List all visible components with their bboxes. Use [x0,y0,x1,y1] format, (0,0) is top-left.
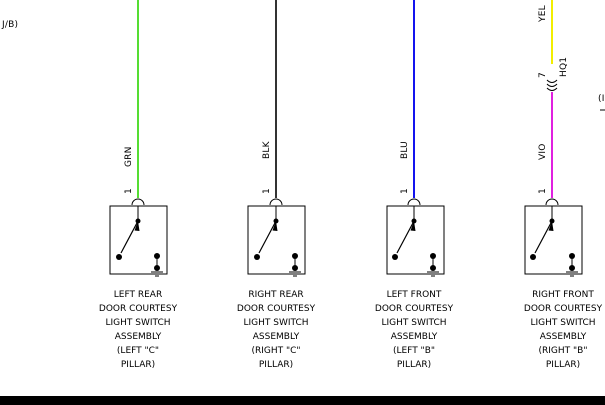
right-fragment-label: (I [598,94,605,104]
pin-number: 1 [262,188,272,194]
wire-color-label: VIO [538,144,548,161]
circuit-left-rear: GRN 1 LEFT REAR DOOR COURTESY LIGHT SWIT… [99,0,178,370]
caption-line: LIGHT SWITCH [105,318,170,328]
ground-icon [569,265,575,271]
caption-line: LIGHT SWITCH [530,318,595,328]
inline-connector-icon [546,79,558,91]
wire-color-label: GRN [124,146,134,167]
switch-contact-icon [534,220,553,254]
caption-line: DOOR COURTESY [99,304,178,314]
circuit-right-rear: BLK 1 RIGHT REAR DOOR COURTESY LIGHT SWI… [237,0,316,370]
switch-contact-icon [396,220,415,254]
caption-line: PILLAR) [121,360,155,370]
pin-number: 1 [538,188,548,194]
caption-line: ASSEMBLY [540,332,587,342]
caption-line: LEFT REAR [114,290,162,300]
caption-line: (RIGHT "B" [539,346,588,356]
caption-line: DOOR COURTESY [237,304,316,314]
caption-line: DOOR COURTESY [375,304,454,314]
caption-line: RIGHT FRONT [532,290,594,300]
caption-line: RIGHT REAR [248,290,303,300]
connector-pin-icon [269,198,283,206]
ground-icon [154,265,160,271]
caption-line: ASSEMBLY [253,332,300,342]
caption-line: LIGHT SWITCH [381,318,446,328]
connector-pin-number: 7 [538,72,548,78]
caption-line: LIGHT SWITCH [243,318,308,328]
caption-line: (LEFT "B" [393,346,435,356]
left-fragment-label: J/B) [1,20,18,30]
connector-label: HQ1 [559,57,569,77]
ground-icon [430,265,436,271]
switch-contact-icon [120,220,139,254]
pin-number: 1 [124,188,134,194]
circuit-left-front: BLU 1 LEFT FRONT DOOR COURTESY LIGHT SWI… [375,0,454,370]
wire-color-label-upper: YEL [538,5,548,23]
switch-box [386,205,445,275]
ground-icon [292,265,298,271]
caption-line: PILLAR) [546,360,580,370]
switch-contact-icon [258,220,277,254]
connector-pin-icon [131,198,145,206]
caption-line: LEFT FRONT [387,290,442,300]
bottom-border [0,396,605,405]
wire-color-label: BLK [262,140,272,159]
caption-line: ASSEMBLY [115,332,162,342]
connector-pin-icon [407,198,421,206]
switch-box [524,205,583,275]
wire-color-label: BLU [400,141,410,159]
connector-pin-icon [545,198,559,206]
caption-line: PILLAR) [397,360,431,370]
caption-line: DOOR COURTESY [524,304,603,314]
caption-line: (LEFT "C" [117,346,159,356]
caption-line: PILLAR) [259,360,293,370]
circuit-right-front: YEL HQ1 7 VIO 1 RIGHT FRONT DOOR COURTES… [524,0,603,370]
pin-number: 1 [400,188,410,194]
caption-line: ASSEMBLY [391,332,438,342]
caption-line: (RIGHT "C" [251,346,300,356]
